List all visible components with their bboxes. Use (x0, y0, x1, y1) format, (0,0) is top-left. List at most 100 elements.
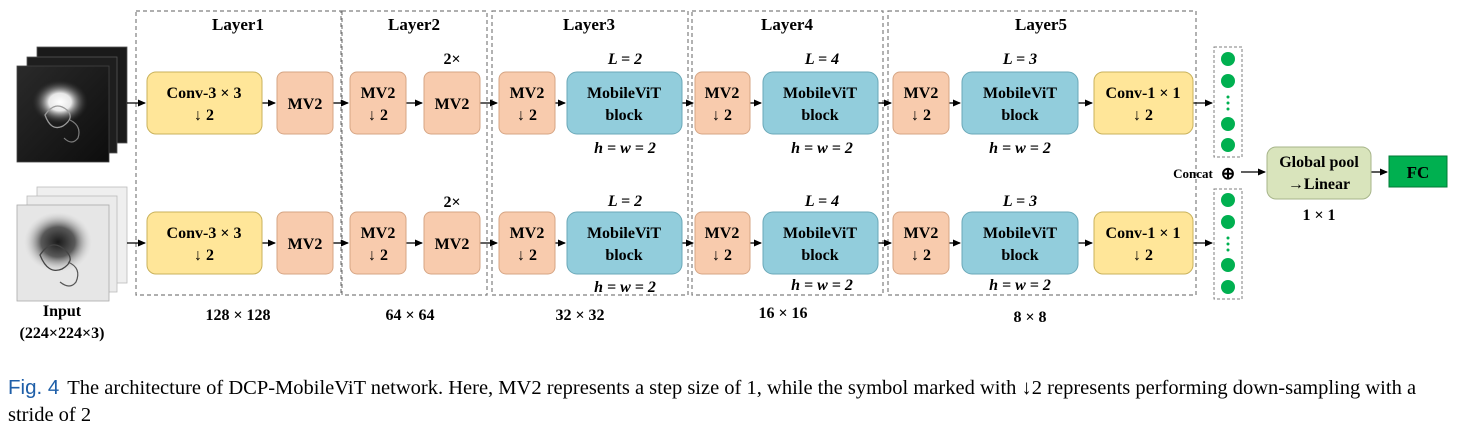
svg-text:MV2: MV2 (904, 225, 939, 242)
mobilevit-block-top-layer5: MobileViT block (961, 71, 1079, 135)
svg-text:↓ 2: ↓ 2 (712, 107, 732, 124)
l-label-bottom-layer4: L = 4 (804, 193, 839, 210)
svg-text:↓ 2: ↓ 2 (1133, 247, 1153, 264)
mv2-down-block-bottom-layer2: MV2 ↓ 2 (349, 211, 407, 275)
global-pool-block: Global pool →Linear (1266, 146, 1372, 200)
hw-label-top-layer5: h = w = 2 (989, 140, 1051, 157)
svg-text:↓ 2: ↓ 2 (517, 107, 537, 124)
l-label-top-layer4: L = 4 (804, 51, 839, 68)
conv1-block-bottom: Conv-1 × 1 ↓ 2 (1093, 211, 1194, 275)
svg-text:MV2: MV2 (288, 96, 323, 113)
input-label: Input (43, 303, 82, 320)
repeat-2x-bottom: 2× (443, 194, 460, 211)
svg-text:MV2: MV2 (510, 225, 545, 242)
hw-label-top-layer3: h = w = 2 (594, 140, 656, 157)
resolution-layer1: 128 × 128 (205, 307, 270, 324)
l-label-bottom-layer5: L = 3 (1002, 193, 1037, 210)
layer5-group: Layer5 (887, 10, 1197, 296)
layer1-title: Layer1 (212, 15, 264, 34)
l-label-top-layer5: L = 3 (1002, 51, 1037, 68)
hw-label-bottom-layer4: h = w = 2 (791, 277, 853, 294)
mobilevit-block-top-layer3: MobileViT block (566, 71, 683, 135)
conv3-block-bottom: Conv-3 × 3 ↓ 2 (146, 211, 263, 275)
mv2-down-block-top-layer3: MV2 ↓ 2 (498, 71, 556, 135)
conv3-block-top: Conv-3 × 3 ↓ 2 (146, 71, 263, 135)
mobilevit-block-bottom-layer3: MobileViT block (566, 211, 683, 275)
row-arrows (127, 99, 1388, 247)
resolution-layer3: 32 × 32 (555, 307, 604, 324)
svg-text:↓ 2: ↓ 2 (712, 247, 732, 264)
svg-text:MobileViT: MobileViT (783, 225, 857, 242)
architecture-diagram: Layer1 Layer2 Layer3 Layer4 Layer5 Input… (16, 10, 1448, 342)
fc-block: FC (1388, 155, 1448, 188)
svg-text:MV2: MV2 (435, 236, 470, 253)
resolution-layer4: 16 × 16 (758, 305, 807, 322)
svg-text:block: block (801, 247, 838, 264)
hw-label-top-layer4: h = w = 2 (791, 140, 853, 157)
repeat-2x-top: 2× (443, 51, 460, 68)
global-pool-size: 1 × 1 (1302, 207, 1335, 224)
mv2-down-block-top-layer4: MV2 ↓ 2 (694, 71, 751, 135)
figure-label: Fig. 4 (8, 376, 60, 399)
l-label-bottom-layer3: L = 2 (607, 193, 642, 210)
mv2-down-block-top-layer5: MV2 ↓ 2 (892, 71, 950, 135)
caption-text: The architecture of DCP-MobileViT networ… (8, 377, 1417, 426)
svg-text:MV2: MV2 (435, 96, 470, 113)
svg-text:MV2: MV2 (705, 225, 740, 242)
svg-text:MobileViT: MobileViT (587, 225, 661, 242)
svg-text:MV2: MV2 (705, 85, 740, 102)
mobilevit-block-bottom-layer5: MobileViT block (961, 211, 1079, 275)
svg-text:↓ 2: ↓ 2 (517, 247, 537, 264)
layer2-group: Layer2 (341, 10, 488, 296)
mv2-down-block-bottom-layer5: MV2 ↓ 2 (892, 211, 950, 275)
mobilevit-block-bottom-layer4: MobileViT block (762, 211, 879, 275)
svg-text:↓ 2: ↓ 2 (194, 247, 214, 264)
svg-text:↓ 2: ↓ 2 (368, 107, 388, 124)
feature-vector-bottom (1213, 188, 1243, 300)
conv1-block-top: Conv-1 × 1 ↓ 2 (1093, 71, 1194, 135)
input-image-stack-top (16, 46, 128, 163)
svg-text:↓ 2: ↓ 2 (1133, 107, 1153, 124)
svg-text:block: block (605, 247, 642, 264)
layer4-group: Layer4 (691, 10, 884, 296)
svg-text:MobileViT: MobileViT (983, 225, 1057, 242)
hw-label-bottom-layer5: h = w = 2 (989, 277, 1051, 294)
l-label-top-layer3: L = 2 (607, 51, 642, 68)
layer3-title: Layer3 (563, 15, 615, 34)
svg-text:MobileViT: MobileViT (587, 85, 661, 102)
mv2-block-bottom-layer2: MV2 (423, 211, 481, 275)
svg-text:Global pool: Global pool (1279, 154, 1359, 171)
input-image-stack-bottom (16, 186, 128, 302)
svg-text:FC: FC (1407, 163, 1430, 182)
layer1-group: Layer1 (135, 10, 342, 296)
mv2-block-top: MV2 (276, 71, 334, 135)
svg-text:↓ 2: ↓ 2 (911, 107, 931, 124)
mv2-block-top-layer2: MV2 (423, 71, 481, 135)
svg-text:MV2: MV2 (288, 236, 323, 253)
svg-text:MobileViT: MobileViT (983, 85, 1057, 102)
mobilevit-block-top-layer4: MobileViT block (762, 71, 879, 135)
svg-text:MV2: MV2 (361, 225, 396, 242)
svg-text:Conv-3 × 3: Conv-3 × 3 (167, 225, 242, 242)
svg-text:MV2: MV2 (510, 85, 545, 102)
layer5-title: Layer5 (1015, 15, 1067, 34)
input-size-label: (224×224×3) (20, 325, 105, 342)
svg-text:block: block (801, 107, 838, 124)
svg-text:Conv-1 × 1: Conv-1 × 1 (1106, 85, 1181, 102)
svg-text:Conv-3 × 3: Conv-3 × 3 (167, 85, 242, 102)
svg-text:MV2: MV2 (361, 85, 396, 102)
concat-symbol: ⊕ (1221, 164, 1235, 183)
svg-text:MobileViT: MobileViT (783, 85, 857, 102)
mv2-down-block-bottom-layer3: MV2 ↓ 2 (498, 211, 556, 275)
mv2-block-bottom: MV2 (276, 211, 334, 275)
svg-text:block: block (605, 107, 642, 124)
svg-text:→Linear: →Linear (1288, 176, 1350, 193)
hw-label-bottom-layer3: h = w = 2 (594, 279, 656, 296)
svg-text:↓ 2: ↓ 2 (194, 107, 214, 124)
layer3-group: Layer3 (491, 10, 689, 296)
layer2-title: Layer2 (388, 15, 440, 34)
resolution-layer5: 8 × 8 (1013, 309, 1046, 326)
svg-text:block: block (1001, 107, 1038, 124)
resolution-layer2: 64 × 64 (385, 307, 434, 324)
